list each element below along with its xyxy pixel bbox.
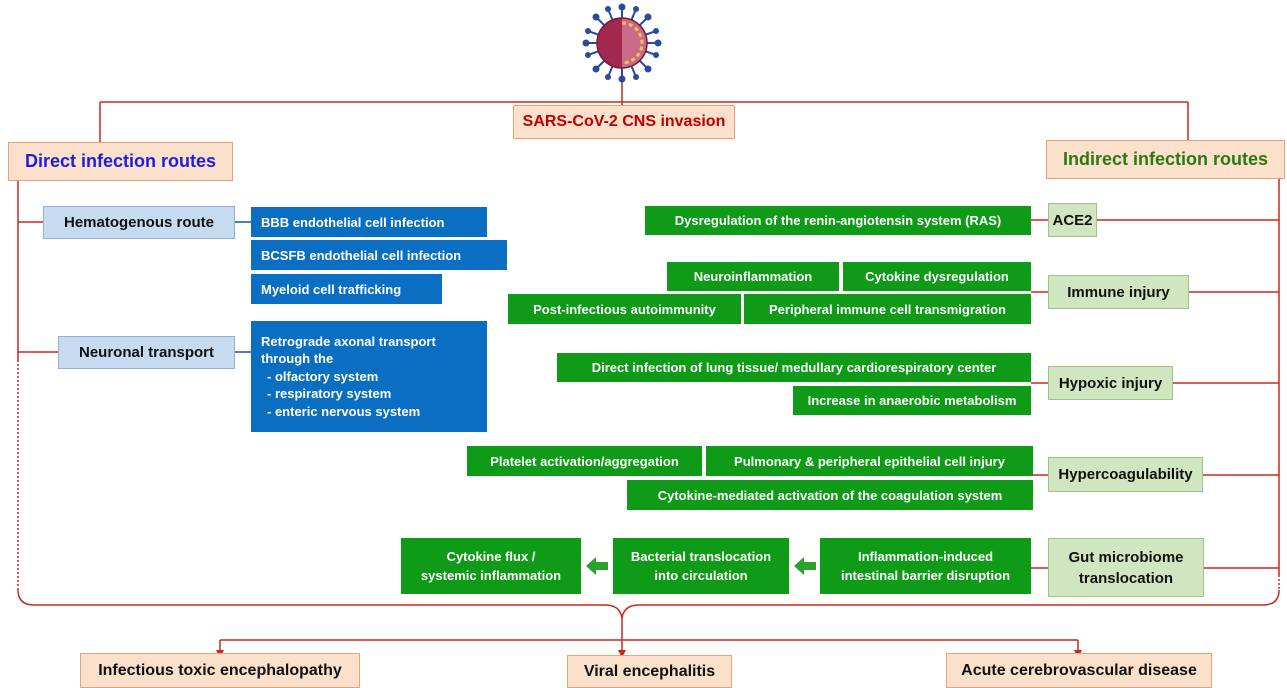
bcsfb-infection-box: BCSFB endothelial cell infection: [251, 240, 507, 270]
gut-microbiome-line: Gut microbiome: [1068, 548, 1184, 566]
systemic-inflammation-line: Cytokine flux /: [446, 549, 536, 564]
gut-microbiome-box: Gut microbiome translocation: [1048, 538, 1204, 597]
hematogenous-route-box: Hematogenous route: [43, 206, 235, 239]
systemic-inflammation-box: Cytokine flux / systemic inflammation: [401, 538, 581, 594]
epithelial-injury-box: Pulmonary & peripheral epithelial cell i…: [706, 446, 1033, 476]
platelet-activation-box: Platelet activation/aggregation: [467, 446, 702, 476]
barrier-disruption-line: intestinal barrier disruption: [840, 568, 1011, 583]
retrograde-line: Retrograde axonal transport: [261, 333, 436, 349]
outcome-toxic-encephalopathy: Infectious toxic encephalopathy: [80, 653, 360, 688]
barrier-disruption-line: Inflammation-induced: [857, 549, 994, 564]
left-arrow-icon: [586, 557, 608, 575]
retrograde-line: through the: [261, 351, 334, 367]
neuroinflammation-box: Neuroinflammation: [667, 262, 839, 291]
lung-infection-box: Direct infection of lung tissue/ medulla…: [557, 353, 1031, 382]
gut-microbiome-line: translocation: [1078, 569, 1174, 587]
ace2-box: ACE2: [1048, 203, 1097, 237]
anaerobic-metabolism-box: Increase in anaerobic metabolism: [793, 386, 1031, 415]
retrograde-transport-box: Retrograde axonal transport through the …: [251, 321, 487, 432]
bacterial-translocation-box: Bacterial translocation into circulation: [613, 538, 789, 594]
bbb-infection-box: BBB endothelial cell infection: [251, 207, 487, 237]
coronavirus-icon: [582, 3, 662, 83]
cns-invasion-title: SARS-CoV-2 CNS invasion: [513, 105, 735, 139]
bacterial-translocation-line: Bacterial translocation: [630, 549, 772, 564]
direct-routes-title: Direct infection routes: [8, 142, 233, 181]
outcome-viral-encephalitis: Viral encephalitis: [567, 655, 732, 688]
outcome-cerebrovascular-disease: Acute cerebrovascular disease: [946, 653, 1212, 688]
systemic-inflammation-line: systemic inflammation: [420, 568, 562, 583]
neuronal-transport-box: Neuronal transport: [58, 336, 235, 369]
hypoxic-injury-box: Hypoxic injury: [1048, 366, 1173, 400]
coagulation-activation-box: Cytokine-mediated activation of the coag…: [627, 480, 1033, 510]
retrograde-line: - enteric nervous system: [267, 403, 421, 419]
left-arrow-icon: [794, 557, 816, 575]
cytokine-dysregulation-box: Cytokine dysregulation: [843, 262, 1031, 291]
retrograde-line: - respiratory system: [267, 386, 392, 402]
retrograde-line: - olfactory system: [267, 368, 379, 384]
myeloid-trafficking-box: Myeloid cell trafficking: [251, 274, 442, 304]
indirect-routes-title: Indirect infection routes: [1046, 140, 1285, 179]
immune-transmigration-box: Peripheral immune cell transmigration: [744, 294, 1031, 324]
autoimmunity-box: Post-infectious autoimmunity: [508, 294, 741, 324]
immune-injury-box: Immune injury: [1048, 275, 1189, 309]
bacterial-translocation-line: into circulation: [654, 568, 748, 583]
hypercoagulability-box: Hypercoagulability: [1048, 457, 1203, 492]
ras-dysregulation-box: Dysregulation of the renin-angiotensin s…: [645, 206, 1031, 235]
barrier-disruption-box: Inflammation-induced intestinal barrier …: [820, 538, 1031, 594]
